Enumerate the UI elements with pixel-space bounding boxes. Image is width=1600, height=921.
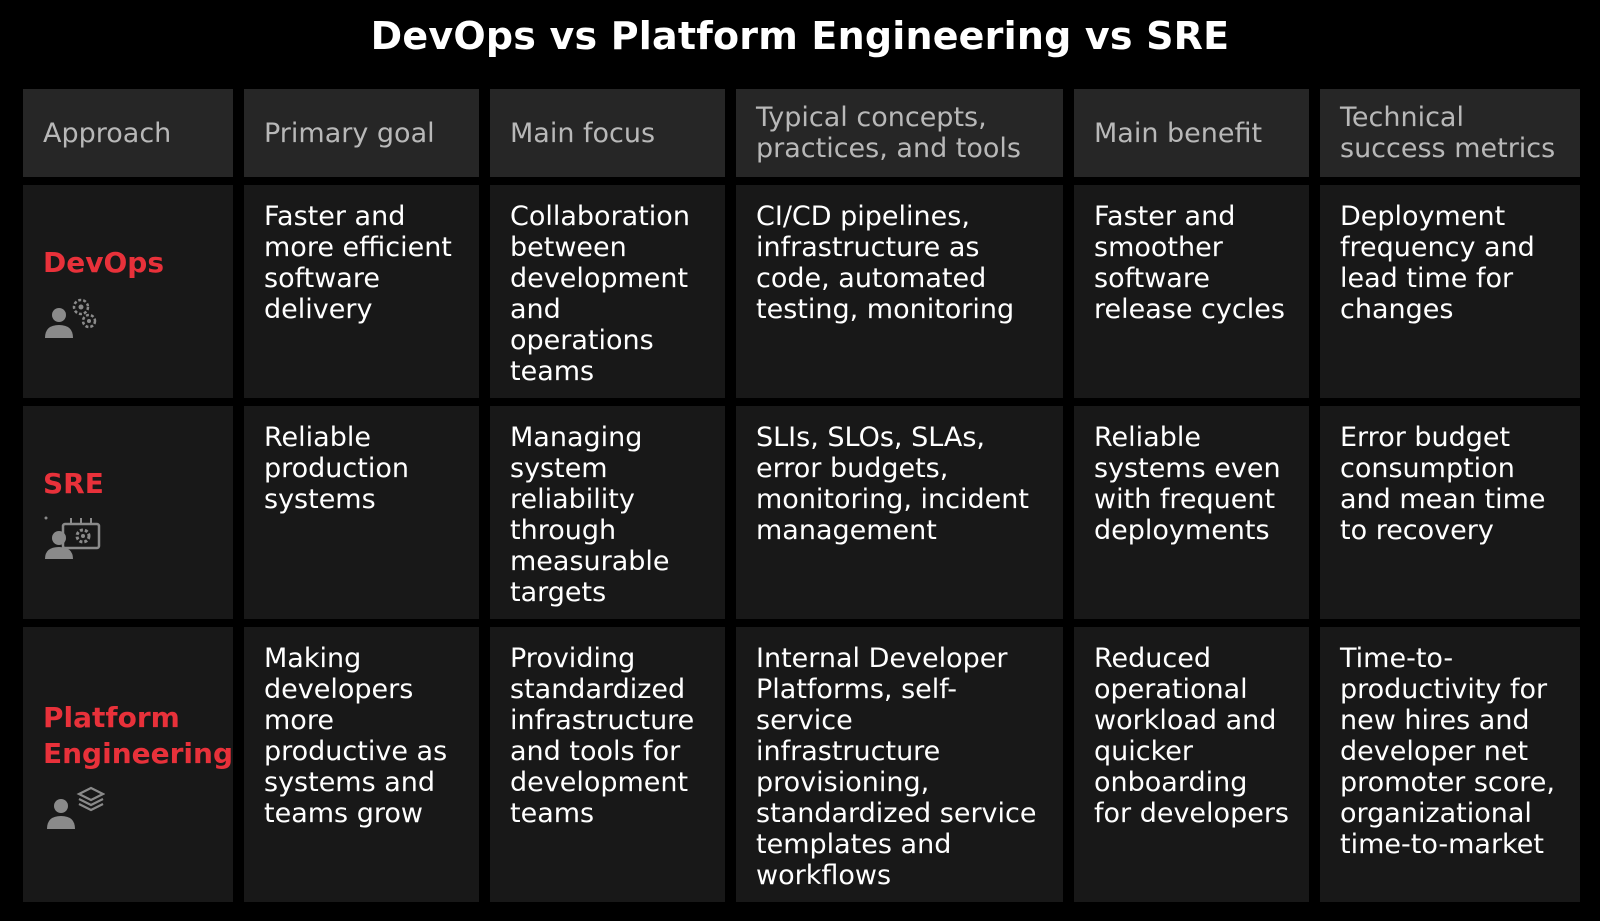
approach-cell-platform-engineering: Platform Engineering bbox=[23, 627, 233, 902]
header-concepts: Typical concepts, practices, and tools bbox=[736, 89, 1063, 177]
devops-success-metrics: Deployment frequency and lead time for c… bbox=[1320, 185, 1580, 398]
header-success-metrics: Technical success metrics bbox=[1320, 89, 1580, 177]
devops-main-focus: Collaboration between development and op… bbox=[490, 185, 725, 398]
approach-cell-sre: SRE bbox=[23, 406, 233, 619]
platform-success-metrics: Time-to-productivity for new hires and d… bbox=[1320, 627, 1580, 902]
approach-name: DevOps bbox=[43, 245, 164, 279]
sre-primary-goal: Reliable production systems bbox=[244, 406, 479, 619]
devops-concepts: CI/CD pipelines, infrastructure as code,… bbox=[736, 185, 1063, 398]
platform-primary-goal: Making developers more productive as sys… bbox=[244, 627, 479, 902]
approach-name: Platform Engineering bbox=[43, 700, 233, 770]
sre-success-metrics: Error budget consumption and mean time t… bbox=[1320, 406, 1580, 619]
approach-name: SRE bbox=[43, 466, 104, 500]
platform-main-benefit: Reduced operational workload and quicker… bbox=[1074, 627, 1309, 902]
sre-concepts: SLIs, SLOs, SLAs, error budgets, monitor… bbox=[736, 406, 1063, 619]
page-title: DevOps vs Platform Engineering vs SRE bbox=[370, 14, 1230, 58]
sre-main-benefit: Reliable systems even with frequent depl… bbox=[1074, 406, 1309, 619]
header-approach: Approach bbox=[23, 89, 233, 177]
header-main-focus: Main focus bbox=[490, 89, 725, 177]
person-gears-icon bbox=[45, 298, 97, 338]
approach-cell-devops: DevOps bbox=[23, 185, 233, 398]
devops-main-benefit: Faster and smoother software release cyc… bbox=[1074, 185, 1309, 398]
person-layers-icon bbox=[47, 786, 105, 829]
devops-primary-goal: Faster and more efficient software deliv… bbox=[244, 185, 479, 398]
header-primary-goal: Primary goal bbox=[244, 89, 479, 177]
platform-main-focus: Providing standardized infrastructure an… bbox=[490, 627, 725, 902]
person-monitor-gear-icon bbox=[44, 516, 101, 559]
comparison-table: Approach Primary goal Main focus Typical… bbox=[23, 89, 1580, 902]
sre-main-focus: Managing system reliability through meas… bbox=[490, 406, 725, 619]
platform-concepts: Internal Developer Platforms, self-servi… bbox=[736, 627, 1063, 902]
header-main-benefit: Main benefit bbox=[1074, 89, 1309, 177]
